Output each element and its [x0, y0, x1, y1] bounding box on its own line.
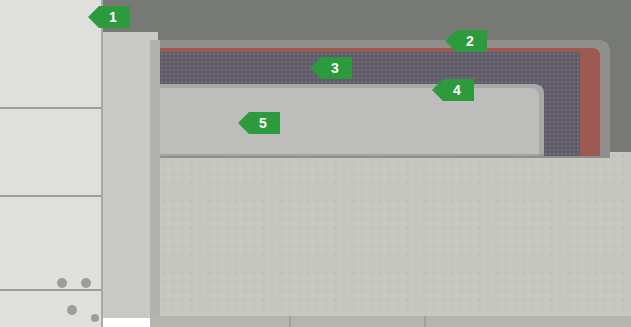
block-hole — [67, 305, 77, 315]
block-joint — [0, 195, 102, 197]
membrane-edge — [114, 48, 600, 156]
block-joint — [101, 0, 103, 327]
floor-edge — [150, 316, 631, 327]
block-hole — [81, 278, 91, 288]
side-wall — [100, 32, 158, 318]
edge-line — [128, 155, 544, 156]
side-wall-edge — [150, 40, 160, 318]
concrete-wall — [100, 0, 631, 170]
block-hole — [91, 314, 99, 322]
block-hole — [57, 278, 67, 288]
finish-layer — [128, 88, 539, 156]
block-joint — [0, 289, 102, 291]
coat-layer — [126, 84, 544, 156]
floor — [150, 152, 631, 318]
joint — [425, 316, 426, 327]
mesh-layer — [122, 52, 580, 156]
plaster-layer — [110, 40, 610, 158]
joint — [290, 316, 291, 327]
block-joint — [0, 107, 102, 109]
block-wall — [0, 0, 102, 327]
